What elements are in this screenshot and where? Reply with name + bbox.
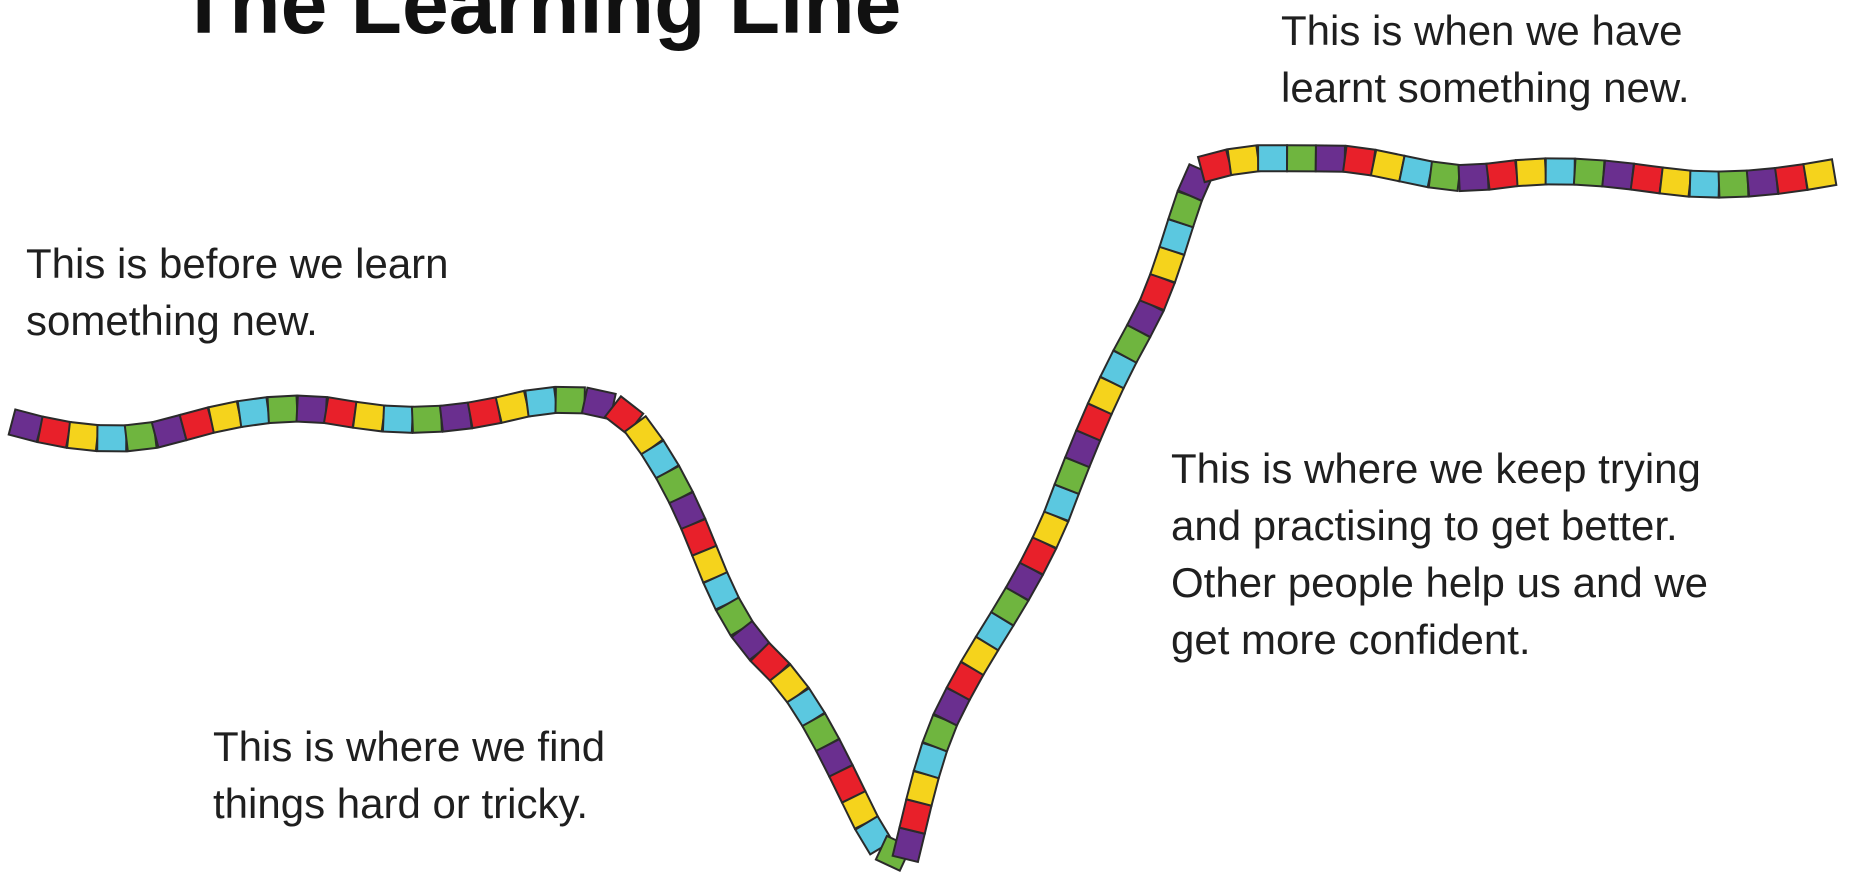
line-segment [1802,158,1838,191]
caption-keep-trying: This is where we keep trying and practis… [1171,445,1709,663]
line-segment [1285,144,1317,173]
line-segment [1544,157,1576,186]
line-segment [381,404,415,434]
line-segment [1398,154,1435,189]
line-segment [438,401,473,433]
caption-learnt-something-new: This is when we have learnt something ne… [1281,7,1690,111]
caption-before-learning: This is before we learn something new. [26,240,449,344]
line-segment [1745,166,1780,198]
line-segment [36,415,73,449]
line-segment [1514,157,1548,188]
line-segment [410,404,443,434]
line-segment [295,394,328,425]
line-segment [65,420,100,453]
line-segment [1773,162,1809,195]
line-segment [1314,144,1346,173]
line-segment [266,394,299,425]
line-segment [494,389,532,424]
diagram-title: The Learning Line [178,0,902,51]
line-segment [351,400,387,433]
line-segment [1457,162,1490,193]
line-segment [96,424,128,453]
line-segment [1226,144,1261,177]
learning-line-segments [7,144,1838,872]
line-segment [1341,144,1377,177]
line-segment [1485,159,1520,191]
line-segment [1717,169,1750,199]
line-segment [1601,159,1635,191]
line-segment [1658,166,1693,198]
line-segment [236,396,272,429]
caption-hard-or-tricky: This is where we find things hard or tri… [213,723,606,827]
line-segment [554,385,586,415]
line-segment [1572,157,1606,188]
line-segment [1688,169,1721,199]
line-segment [322,396,358,429]
line-segment [524,385,559,418]
line-segment [1257,144,1289,173]
line-segment [1629,162,1665,195]
line-segment [207,400,244,434]
line-segment [1427,160,1462,193]
